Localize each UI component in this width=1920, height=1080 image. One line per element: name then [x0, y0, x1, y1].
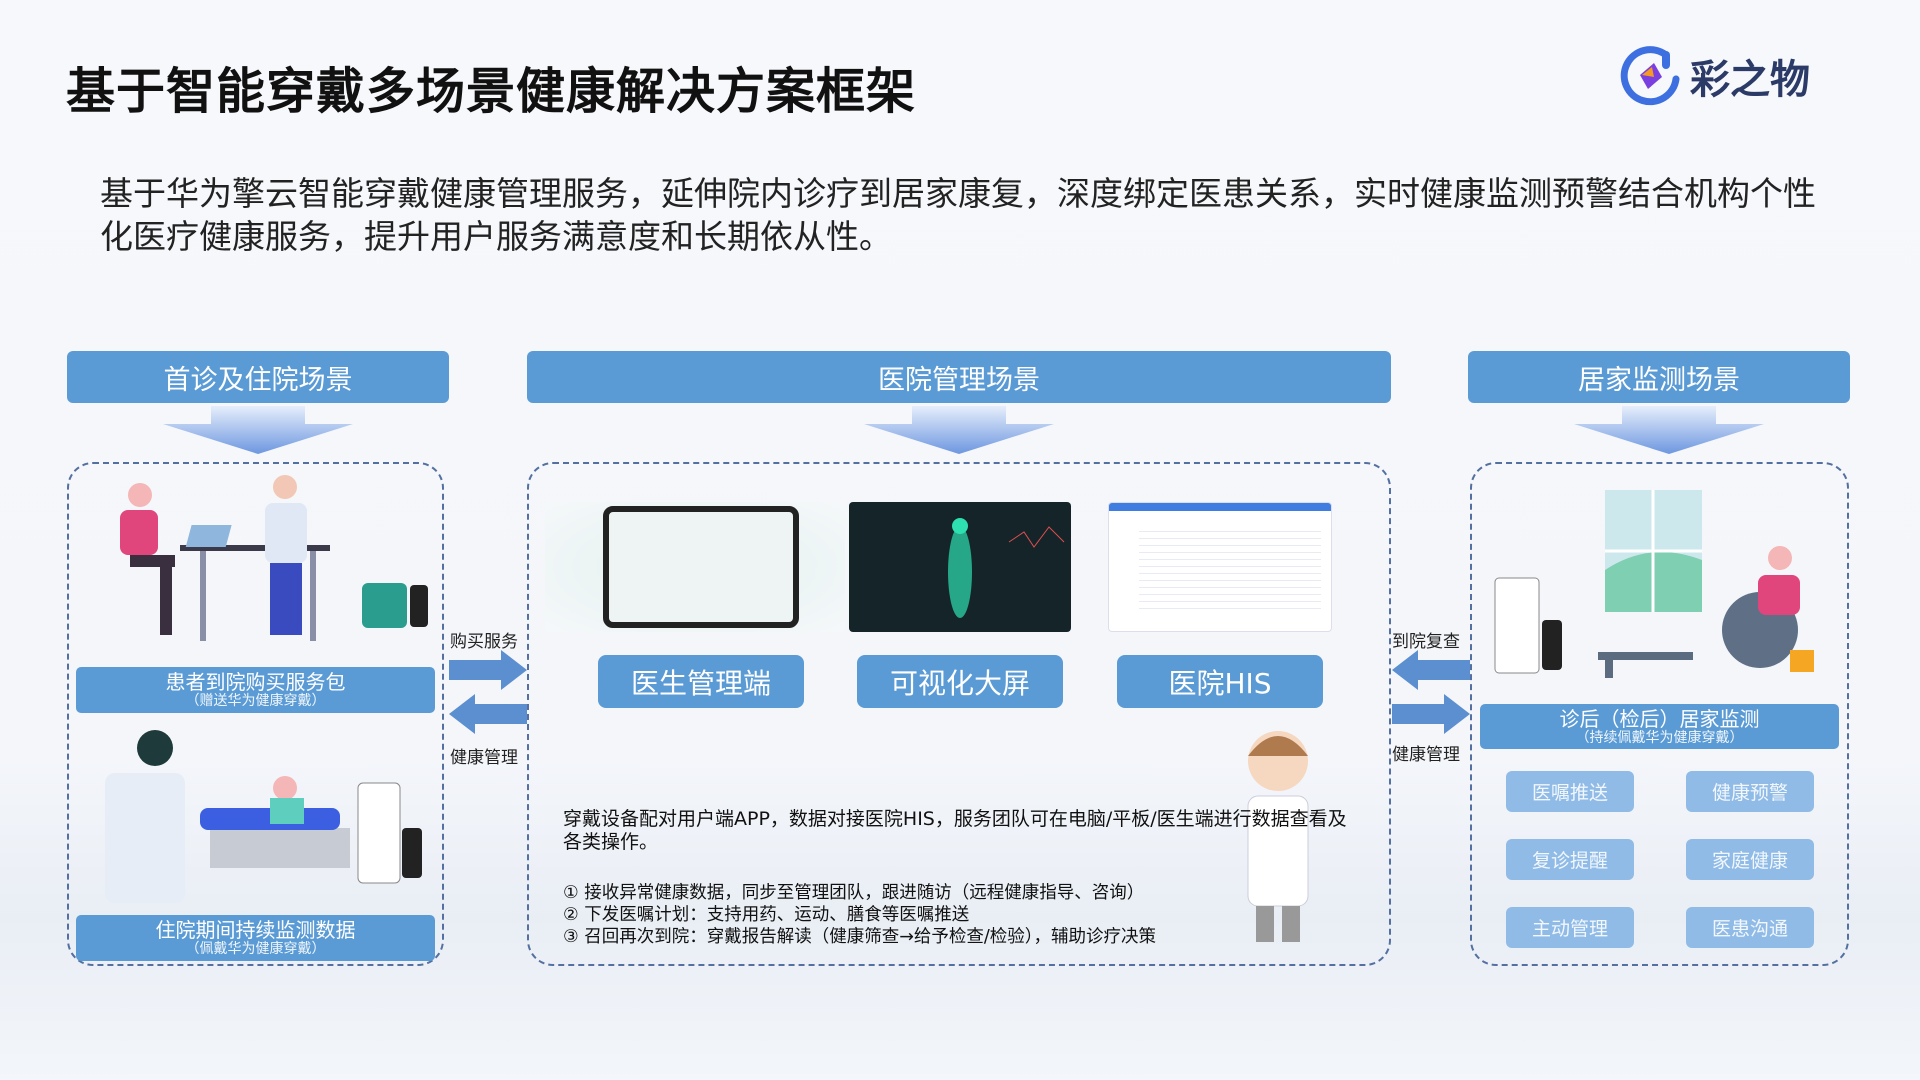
home-monitoring-bar: 诊后（检后）居家监测 （持续佩戴华为健康穿戴）	[1480, 704, 1839, 749]
logo-icon	[1620, 46, 1680, 106]
home-monitoring-panel	[1470, 462, 1849, 966]
right-arrow-icon	[1392, 694, 1470, 734]
connector-label-revisit: 到院复查	[1392, 632, 1460, 652]
connector-label-health-mgmt: 健康管理	[450, 748, 518, 768]
right-arrow-icon	[449, 650, 527, 690]
home-monitoring-label: 诊后（检后）居家监测	[1559, 706, 1760, 731]
list-item: ① 接收异常健康数据，同步至管理团队，跟进随访（远程健康指导、咨询）	[563, 883, 1145, 903]
header-hospital-management: 医院管理场景	[527, 351, 1391, 403]
feature-revisit-reminder[interactable]: 复诊提醒	[1506, 839, 1634, 880]
description: 基于华为擎云智能穿戴健康管理服务，延伸院内诊疗到居家康复，深度绑定医患关系，实时…	[100, 174, 1816, 256]
inpatient-illustration	[105, 730, 422, 903]
purchase-package-sub: （赠送华为健康穿戴）	[185, 693, 326, 709]
feature-family-health[interactable]: 家庭健康	[1686, 839, 1814, 880]
doctor-cartoon-illustration	[1247, 731, 1309, 942]
purchase-package-bar: 患者到院购买服务包 （赠送华为健康穿戴）	[76, 667, 435, 713]
left-arrow-icon	[1392, 650, 1470, 690]
home-monitoring-sub: （持续佩戴华为健康穿戴）	[1575, 729, 1744, 746]
inpatient-monitoring-bar: 住院期间持续监测数据 （佩戴华为健康穿戴）	[76, 915, 435, 961]
left-arrow-icon	[449, 694, 527, 734]
middle-description: 穿戴设备配对用户端APP，数据对接医院HIS，服务团队可在电脑/平板/医生端进行…	[563, 808, 1347, 853]
header-home-monitoring: 居家监测场景	[1468, 351, 1850, 403]
feature-active-management[interactable]: 主动管理	[1506, 907, 1634, 948]
down-arrow-icon	[864, 406, 1054, 454]
consultation-illustration	[120, 475, 428, 641]
home-monitoring-illustration	[1494, 490, 1814, 678]
feature-doctor-patient-communication[interactable]: 医患沟通	[1686, 907, 1814, 948]
header-first-visit: 首诊及住院场景	[67, 351, 449, 403]
list-item: ② 下发医嘱计划：支持用药、运动、膳食等医嘱推送	[563, 905, 970, 925]
down-arrow-icon	[1574, 406, 1764, 454]
his-screenshot	[1108, 502, 1332, 632]
inpatient-monitoring-sub: （佩戴华为健康穿戴）	[185, 941, 326, 957]
body-scan-icon	[948, 518, 1065, 618]
list-item: ③ 召回再次到院：穿戴报告解读（健康筛查→给予检查/检验），辅助诊疗决策	[563, 927, 1157, 947]
page-title: 基于智能穿戴多场景健康解决方案框架	[66, 63, 917, 120]
feature-medical-order-push[interactable]: 医嘱推送	[1506, 771, 1634, 812]
down-arrow-icon	[163, 406, 353, 454]
brand-logo: 彩之物	[1620, 40, 1840, 112]
doctor-portal-button[interactable]: 医生管理端	[598, 655, 804, 708]
hospital-management-panel	[527, 462, 1391, 966]
connector-label-health-mgmt-right: 健康管理	[1392, 745, 1460, 765]
purchase-package-label: 患者到院购买服务包	[165, 670, 346, 694]
logo-text: 彩之物	[1690, 57, 1810, 103]
visual-dashboard-button[interactable]: 可视化大屏	[857, 655, 1063, 708]
dashboard-screenshot	[849, 502, 1071, 632]
first-visit-panel	[67, 462, 444, 966]
doctor-app-screenshot	[545, 502, 845, 632]
hospital-his-button[interactable]: 医院HIS	[1117, 655, 1323, 708]
inpatient-monitoring-label: 住院期间持续监测数据	[155, 918, 356, 942]
connector-label-buy-service: 购买服务	[450, 632, 518, 652]
feature-health-alert[interactable]: 健康预警	[1686, 771, 1814, 812]
middle-feature-list: ① 接收异常健康数据，同步至管理团队，跟进随访（远程健康指导、咨询） ② 下发医…	[563, 882, 1156, 948]
